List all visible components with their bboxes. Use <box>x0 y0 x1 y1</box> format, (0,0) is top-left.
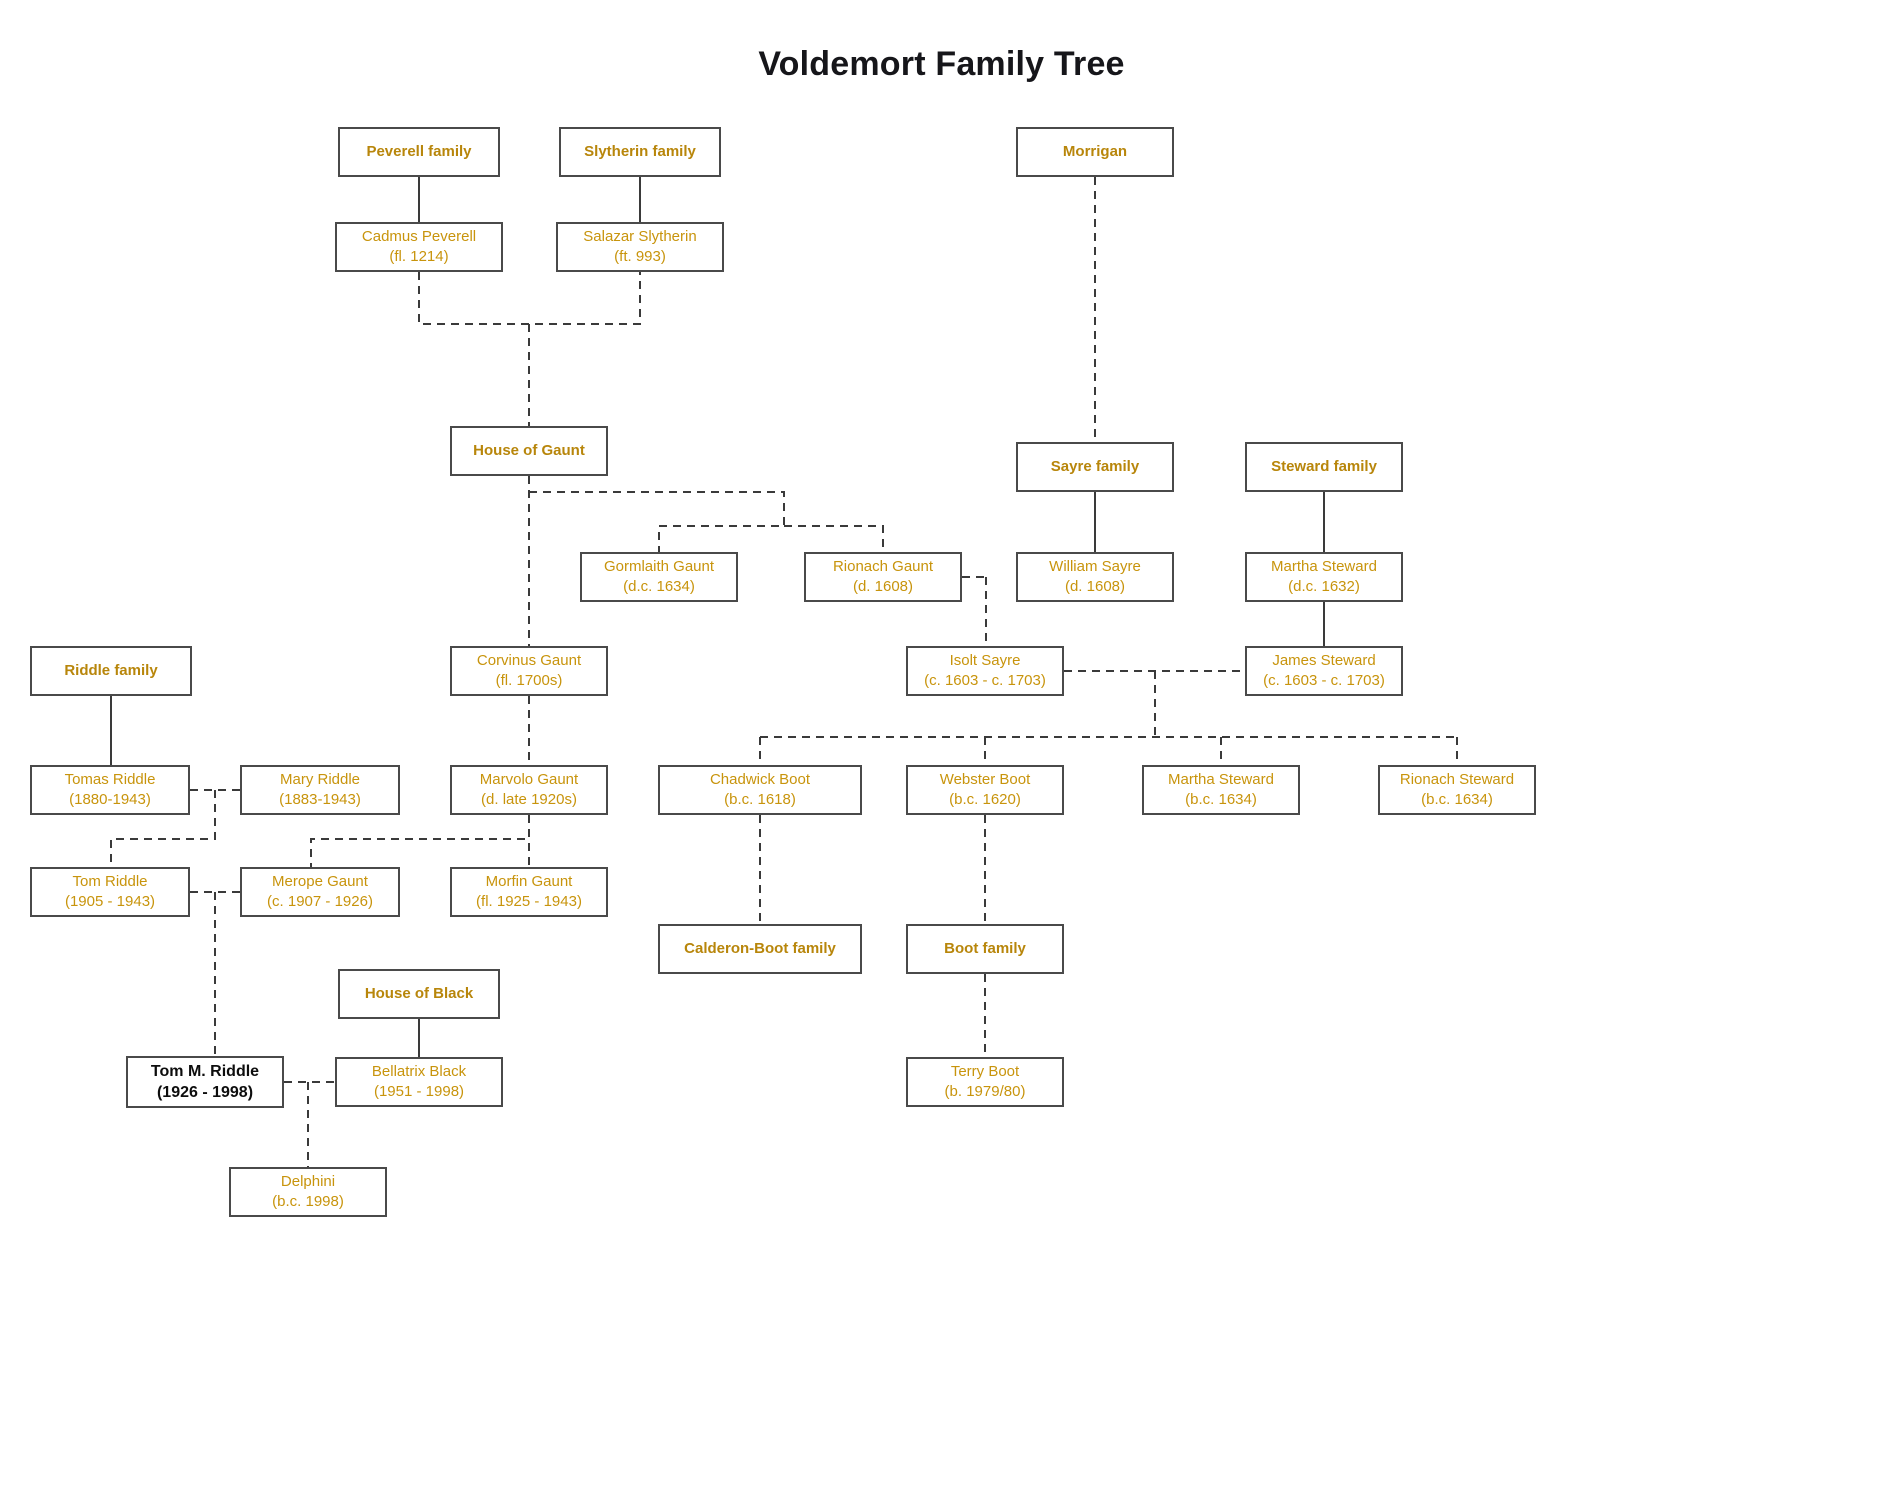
node-name-label: Merope Gaunt <box>272 873 368 891</box>
node-dates-label: (b.c. 1634) <box>1185 791 1257 808</box>
node-name-label: House of Black <box>364 985 474 1003</box>
node-name-label: Isolt Sayre <box>949 652 1021 670</box>
node-name-label: Riddle family <box>64 662 158 680</box>
node-name-label: Morrigan <box>1062 143 1128 161</box>
node-house_of_gaunt[interactable]: House of Gaunt <box>450 426 608 476</box>
node-dates-label: (c. 1603 - c. 1703) <box>1263 672 1385 689</box>
node-name-label: Gormlaith Gaunt <box>603 558 715 576</box>
node-dates-label: (b.c. 1634) <box>1421 791 1493 808</box>
node-james_steward[interactable]: James Steward (c. 1603 - c. 1703) <box>1245 646 1403 696</box>
node-name-label: Cadmus Peverell <box>361 228 477 246</box>
node-dates-label: (d.c. 1632) <box>1288 578 1360 595</box>
node-name-label: Rionach Steward <box>1399 771 1515 789</box>
node-name-label: Chadwick Boot <box>709 771 811 789</box>
node-boot_family[interactable]: Boot family <box>906 924 1064 974</box>
node-name-label: Boot family <box>944 940 1026 958</box>
connector-cadmus-to-gaunt-junction <box>418 272 641 325</box>
node-delphini[interactable]: Delphini (b.c. 1998) <box>229 1167 387 1217</box>
node-riddle_family[interactable]: Riddle family <box>30 646 192 696</box>
node-slytherin_family[interactable]: Slytherin family <box>559 127 721 177</box>
node-steward_family[interactable]: Steward family <box>1245 442 1403 492</box>
node-tom_m_riddle[interactable]: Tom M. Riddle (1926 - 1998) <box>126 1056 284 1108</box>
node-tom_riddle[interactable]: Tom Riddle (1905 - 1943) <box>30 867 190 917</box>
node-name-label: Steward family <box>1271 458 1377 476</box>
node-name-label: Salazar Slytherin <box>583 228 697 246</box>
node-name-label: Martha Steward <box>1168 771 1274 789</box>
node-name-label: Martha Steward <box>1271 558 1377 576</box>
node-name-label: Bellatrix Black <box>371 1063 467 1081</box>
node-name-label: William Sayre <box>1049 558 1141 576</box>
node-chadwick_boot[interactable]: Chadwick Boot (b.c. 1618) <box>658 765 862 815</box>
node-william_sayre[interactable]: William Sayre (d. 1608) <box>1016 552 1174 602</box>
connector-marvolo-children-bus <box>310 815 530 867</box>
node-name-label: Sayre family <box>1050 458 1140 476</box>
node-webster_boot[interactable]: Webster Boot (b.c. 1620) <box>906 765 1064 815</box>
node-isolt_sayre[interactable]: Isolt Sayre (c. 1603 - c. 1703) <box>906 646 1064 696</box>
node-name-label: Delphini <box>280 1173 336 1191</box>
node-name-label: Calderon-Boot family <box>684 940 836 958</box>
node-name-label: Tomas Riddle <box>64 771 156 789</box>
node-morfin_gaunt[interactable]: Morfin Gaunt (fl. 1925 - 1943) <box>450 867 608 917</box>
node-name-label: James Steward <box>1272 652 1376 670</box>
node-dates-label: (fl. 1925 - 1943) <box>476 893 582 910</box>
node-dates-label: (fl. 1700s) <box>495 672 563 689</box>
node-mary_riddle[interactable]: Mary Riddle (1883-1943) <box>240 765 400 815</box>
node-dates-label: (ft. 993) <box>614 248 666 265</box>
node-name-label: Tom Riddle <box>72 873 148 891</box>
node-calderon_boot[interactable]: Calderon-Boot family <box>658 924 862 974</box>
node-morrigan[interactable]: Morrigan <box>1016 127 1174 177</box>
node-dates-label: (fl. 1214) <box>389 248 449 265</box>
node-bellatrix_black[interactable]: Bellatrix Black (1951 - 1998) <box>335 1057 503 1107</box>
node-rionach_gaunt[interactable]: Rionach Gaunt (d. 1608) <box>804 552 962 602</box>
node-name-label: Peverell family <box>366 143 472 161</box>
node-cadmus_peverell[interactable]: Cadmus Peverell (fl. 1214) <box>335 222 503 272</box>
node-peverell_family[interactable]: Peverell family <box>338 127 500 177</box>
node-dates-label: (d. late 1920s) <box>481 791 577 808</box>
node-corvinus_gaunt[interactable]: Corvinus Gaunt (fl. 1700s) <box>450 646 608 696</box>
node-dates-label: (1905 - 1943) <box>64 893 156 910</box>
node-dates-label: (d.c. 1634) <box>623 578 695 595</box>
connector-rionach-branch-to-rionach <box>784 525 884 552</box>
node-dates-label: (1883-1943) <box>279 791 361 808</box>
node-sayre_family[interactable]: Sayre family <box>1016 442 1174 492</box>
node-dates-label: (b.c. 1618) <box>724 791 796 808</box>
node-dates-label: (c. 1603 - c. 1703) <box>924 672 1046 689</box>
page-title: Voldemort Family Tree <box>758 45 1125 83</box>
node-martha_steward_2[interactable]: Martha Steward (b.c. 1634) <box>1142 765 1300 815</box>
node-name-label: Slytherin family <box>584 143 696 161</box>
node-martha_steward_1[interactable]: Martha Steward (d.c. 1632) <box>1245 552 1403 602</box>
node-name-label: Morfin Gaunt <box>485 873 573 891</box>
node-name-label: Mary Riddle <box>279 771 361 789</box>
node-name-label: Marvolo Gaunt <box>479 771 579 789</box>
node-name-label: Tom M. Riddle <box>150 1062 260 1080</box>
node-terry_boot[interactable]: Terry Boot (b. 1979/80) <box>906 1057 1064 1107</box>
connector-house-gaunt-to-rionach-branch <box>529 491 785 552</box>
node-dates-label: (b.c. 1620) <box>949 791 1021 808</box>
node-dates-label: (1880-1943) <box>69 791 151 808</box>
node-tomas_riddle[interactable]: Tomas Riddle (1880-1943) <box>30 765 190 815</box>
node-marvolo_gaunt[interactable]: Marvolo Gaunt (d. late 1920s) <box>450 765 608 815</box>
node-dates-label: (1926 - 1998) <box>156 1084 254 1101</box>
node-dates-label: (1951 - 1998) <box>373 1083 465 1100</box>
node-name-label: Corvinus Gaunt <box>476 652 582 670</box>
node-dates-label: (d. 1608) <box>852 578 914 595</box>
node-rionach_steward[interactable]: Rionach Steward (b.c. 1634) <box>1378 765 1536 815</box>
node-dates-label: (c. 1907 - 1926) <box>267 893 373 910</box>
node-name-label: Webster Boot <box>939 771 1031 789</box>
node-gormlaith_gaunt[interactable]: Gormlaith Gaunt (d.c. 1634) <box>580 552 738 602</box>
node-dates-label: (d. 1608) <box>1064 578 1126 595</box>
node-name-label: Terry Boot <box>950 1063 1020 1081</box>
node-salazar_slytherin[interactable]: Salazar Slytherin (ft. 993) <box>556 222 724 272</box>
node-house_of_black[interactable]: House of Black <box>338 969 500 1019</box>
node-name-label: Rionach Gaunt <box>832 558 934 576</box>
node-dates-label: (b. 1979/80) <box>944 1083 1026 1100</box>
node-name-label: House of Gaunt <box>473 442 585 460</box>
node-dates-label: (b.c. 1998) <box>272 1193 344 1210</box>
node-merope_gaunt[interactable]: Merope Gaunt (c. 1907 - 1926) <box>240 867 400 917</box>
